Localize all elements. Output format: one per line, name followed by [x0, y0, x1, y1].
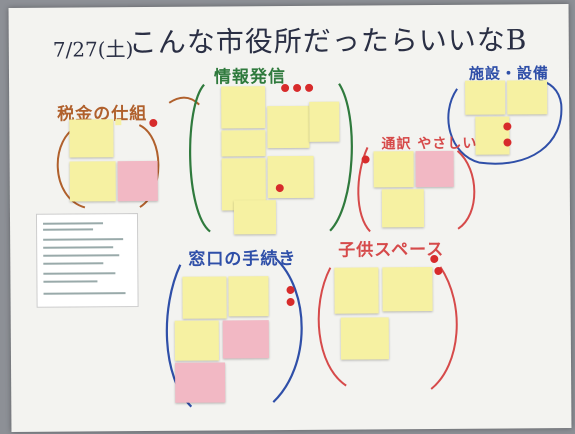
poster-title: こんな市役所だったらいいなB	[128, 23, 528, 60]
section-window-label: 窓口の手続き	[188, 248, 297, 270]
red-dot-sticker	[149, 118, 158, 127]
sticky-note	[382, 267, 433, 312]
sticky-note	[221, 130, 266, 157]
red-dot-sticker	[275, 184, 284, 193]
sticky-note	[267, 105, 310, 149]
sticky-note	[507, 80, 548, 115]
red-dot-sticker	[503, 138, 512, 147]
sticky-note	[69, 161, 116, 202]
sticky-note	[174, 320, 219, 361]
sticky-note	[309, 101, 340, 142]
sticky-note	[222, 320, 269, 359]
sticky-note	[182, 276, 227, 319]
red-dot-sticker	[503, 122, 512, 131]
red-dot-sticker	[281, 84, 290, 93]
sticky-note	[373, 151, 414, 188]
red-dot-sticker	[305, 83, 314, 92]
sticky-note	[69, 119, 114, 158]
red-dot-sticker	[293, 83, 302, 92]
section-info-label: 情報発信	[213, 67, 287, 88]
red-dot-sticker	[286, 285, 295, 295]
marker-drawings	[56, 79, 563, 408]
sticky-note	[381, 189, 425, 228]
red-dot-sticker	[286, 297, 295, 307]
sticky-note	[175, 362, 226, 403]
poster-sheet: 7/27(土) こんな市役所だったらいいなB 税金の仕組 情報発信 施設・設備 …	[8, 4, 572, 432]
red-dot-sticker	[430, 254, 439, 264]
sticky-note	[334, 267, 379, 314]
sticky-note	[115, 119, 122, 126]
sticky-note	[228, 276, 269, 317]
sticky-note	[340, 317, 389, 360]
printed-sheet	[35, 213, 139, 308]
date-label: 7/27(土)	[52, 37, 134, 62]
sticky-note	[233, 200, 277, 235]
red-dot-sticker	[361, 155, 370, 164]
sticky-note	[465, 80, 506, 115]
section-kids-label: 子供スペース	[338, 239, 445, 261]
sticky-note	[221, 86, 266, 129]
sticky-note	[267, 155, 314, 199]
sticky-note	[117, 160, 158, 202]
sticky-note	[415, 150, 454, 188]
red-dot-sticker	[434, 266, 443, 275]
